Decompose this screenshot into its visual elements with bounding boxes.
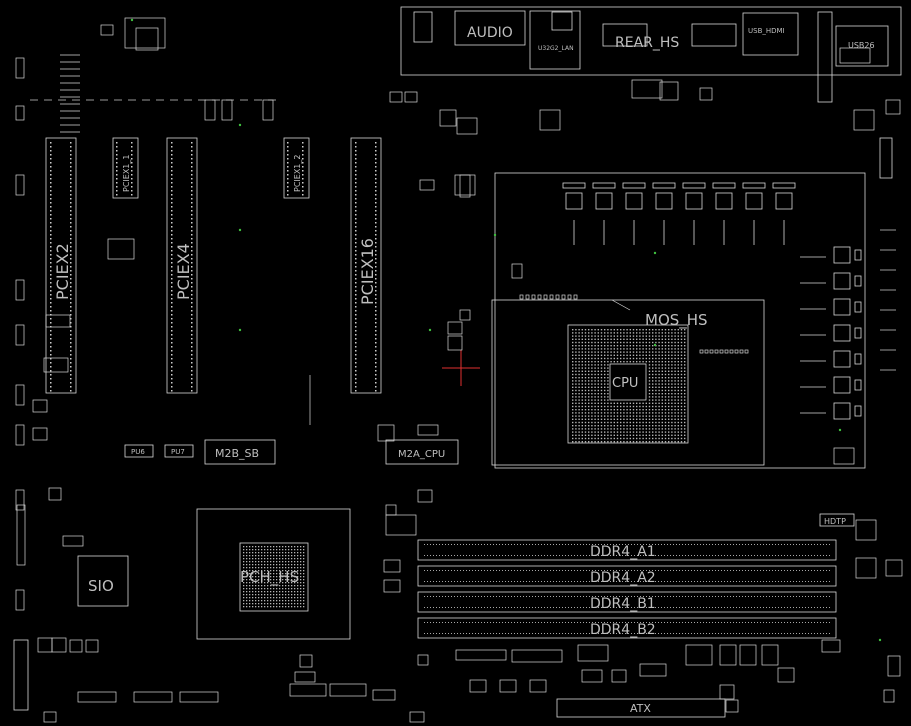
pciex16-label: PCIEX16 xyxy=(358,238,377,305)
dimm-pins xyxy=(424,544,830,634)
atx-label: ATX xyxy=(630,702,651,715)
misc-components xyxy=(15,17,903,723)
pciex2-label: PCIEX2 xyxy=(53,243,72,300)
vrm-row-top xyxy=(562,182,796,245)
dimm-slots xyxy=(417,539,837,639)
m2b-sb-label: M2B_SB xyxy=(215,447,259,460)
vias xyxy=(130,18,882,642)
m2a-cpu-label: M2A_CPU xyxy=(398,449,445,460)
sio-label: SIO xyxy=(88,577,114,595)
m2-connectors xyxy=(124,439,459,465)
usb26-label: USB26 xyxy=(848,41,875,50)
pu7-label: PU7 xyxy=(171,448,185,456)
ddr4-a1-label: DDR4_A1 xyxy=(590,544,656,560)
cpu-area xyxy=(491,172,866,469)
pch-hs-label: PCH_HS xyxy=(240,568,299,587)
power-connectors xyxy=(13,137,893,718)
hdtp-label: HDTP xyxy=(824,517,846,526)
usb3-lan-label: U32G2_LAN xyxy=(538,45,574,52)
ddr4-b1-label: DDR4_B1 xyxy=(590,596,656,612)
ddr4-b2-label: DDR4_B2 xyxy=(590,622,656,638)
cpu-label: CPU xyxy=(612,376,638,391)
pu6-label: PU6 xyxy=(131,448,145,456)
audio-label: AUDIO xyxy=(467,25,513,41)
ddr4-a2-label: DDR4_A2 xyxy=(590,570,656,586)
pciex1-2-label: PCIEX1_2 xyxy=(293,155,302,192)
pcie-slots xyxy=(45,137,382,394)
usb-hdmi-label: USB_HDMI xyxy=(748,27,785,35)
mos-hs-label: MOS_HS xyxy=(645,311,708,330)
sio-pch xyxy=(77,508,351,640)
pch-pin-grid xyxy=(243,546,305,608)
pcie-pins xyxy=(50,142,377,392)
pciex4-label: PCIEX4 xyxy=(174,243,193,300)
vrm-col-right xyxy=(800,246,862,420)
rear-io xyxy=(400,6,902,103)
rear-hs-label: REAR_HS xyxy=(615,35,679,51)
pciex1-1-label: PCIEX1_1 xyxy=(122,155,131,192)
cpu-pin-grid xyxy=(572,329,686,443)
